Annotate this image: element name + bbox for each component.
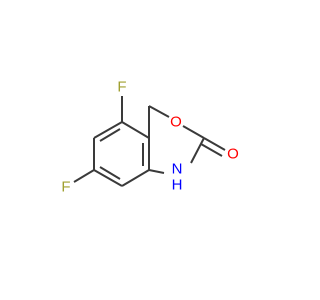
bond-ch2-o (148, 105, 170, 118)
nitrogen-hydrogen-label: H (172, 177, 183, 194)
bond-c6-c5-inner (99, 128, 121, 142)
bond-c5-c4a (121, 121, 150, 139)
carbonyl-oxygen-label: O (227, 146, 239, 163)
fluorine-label-left: F (61, 179, 70, 196)
bond-c8-c7 (93, 169, 123, 187)
bond-c6-c5 (93, 121, 123, 139)
fluorine-label-top: F (117, 79, 126, 96)
bond-c7-f (73, 169, 95, 183)
bond-c2-n (190, 137, 205, 164)
bond-c8a-c8 (121, 169, 150, 187)
bond-o-c2 (182, 125, 205, 139)
bond-c2-o-carbonyl-2 (200, 143, 223, 157)
nitrogen-label: N (172, 161, 183, 178)
bond-c8-c7-inner (99, 166, 121, 180)
bond-n-c8a (148, 169, 165, 174)
bond-c2-o-carbonyl (203, 137, 226, 151)
molecule-diagram: F F O O N H (61, 79, 239, 196)
structure-canvas: F F O O N H (61, 78, 239, 196)
ring-oxygen-label: O (170, 114, 182, 131)
